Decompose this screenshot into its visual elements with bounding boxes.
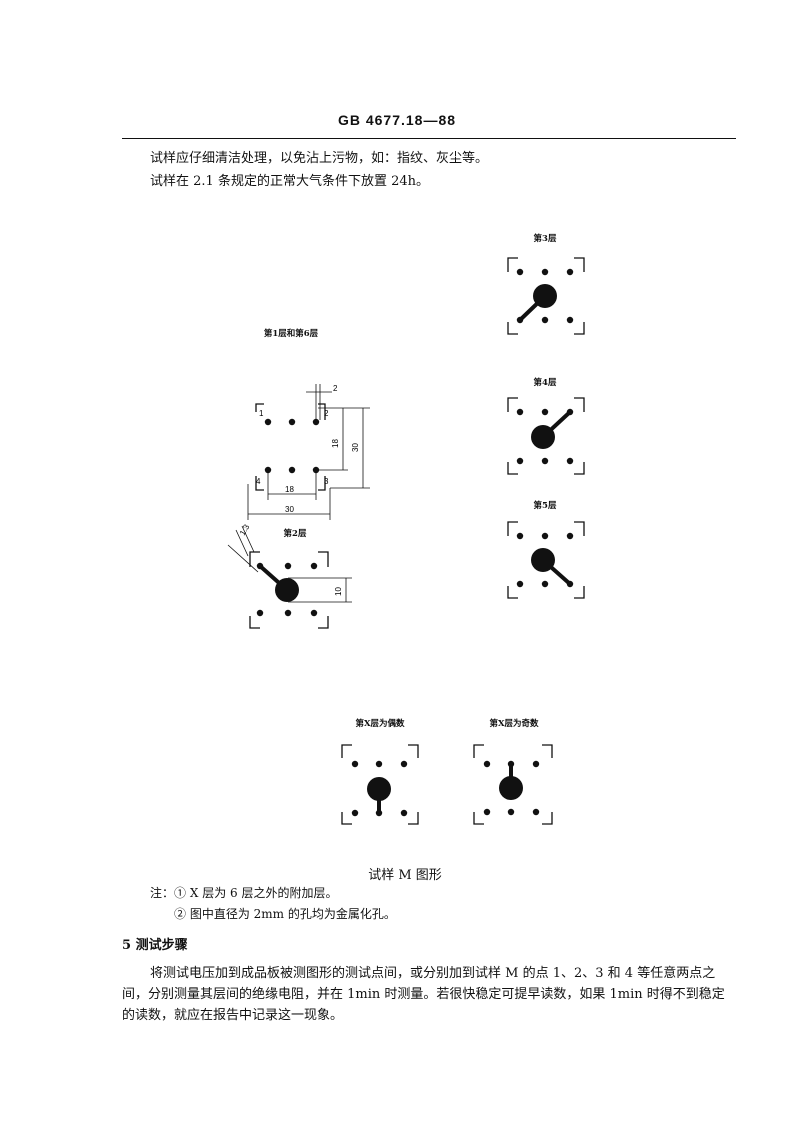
section-5-heading: 5 测试步骤 xyxy=(122,938,188,953)
note-1: 注：① X 层为 6 层之外的附加层。 xyxy=(150,884,337,901)
note-prefix: 注： xyxy=(150,886,175,900)
dim-10: 10 xyxy=(334,587,343,596)
caption-layer-1-6: 第1层和第6层 xyxy=(263,329,319,339)
note-1-text: ① X 层为 6 层之外的附加层。 xyxy=(174,886,338,900)
point-label-4: 4 xyxy=(256,477,261,486)
dim-2: 2 xyxy=(333,384,338,393)
caption-layer-x-odd: 第X层为奇数 xyxy=(489,719,539,729)
header-rule xyxy=(122,138,736,139)
intro-line-2: 试样在 2.1 条规定的正常大气条件下放置 24h。 xyxy=(150,174,429,189)
section-5-para-line-1: 将测试电压加到成品板被测图形的测试点间，或分别加到试样 M 的点 1、2、3 和… xyxy=(150,966,716,981)
caption-layer-4: 第4层 xyxy=(533,378,557,388)
figure-title: 试样 M 图形 xyxy=(368,868,442,883)
intro-line-1: 试样应仔细清洁处理，以免沾上污物，如：指纹、灰尘等。 xyxy=(150,151,489,166)
caption-layer-5: 第5层 xyxy=(533,501,557,511)
dim-18-vertical: 18 xyxy=(331,439,340,448)
point-label-1: 1 xyxy=(259,409,264,418)
section-5-para-line-2: 间，分别测量其层间的绝缘电阻，并在 1min 时测量。若很快稳定可提早读数，如果… xyxy=(122,987,725,1002)
point-label-2: 2 xyxy=(324,409,329,418)
caption-layer-3: 第3层 xyxy=(533,234,557,244)
section-5-para-line-3: 的读数，就应在报告中记录这一现象。 xyxy=(122,1008,344,1023)
caption-layer-x-even: 第X层为偶数 xyxy=(355,719,405,729)
dim-18-horizontal: 18 xyxy=(285,485,294,494)
dim-30-vertical: 30 xyxy=(351,443,360,452)
caption-layer-2: 第2层 xyxy=(283,529,307,539)
note-2: ② 图中直径为 2mm 的孔均为金属化孔。 xyxy=(174,907,396,921)
dim-30-horizontal: 30 xyxy=(285,505,294,514)
standard-number: GB 4677.18—88 xyxy=(337,112,457,128)
point-label-3: 3 xyxy=(324,477,329,486)
